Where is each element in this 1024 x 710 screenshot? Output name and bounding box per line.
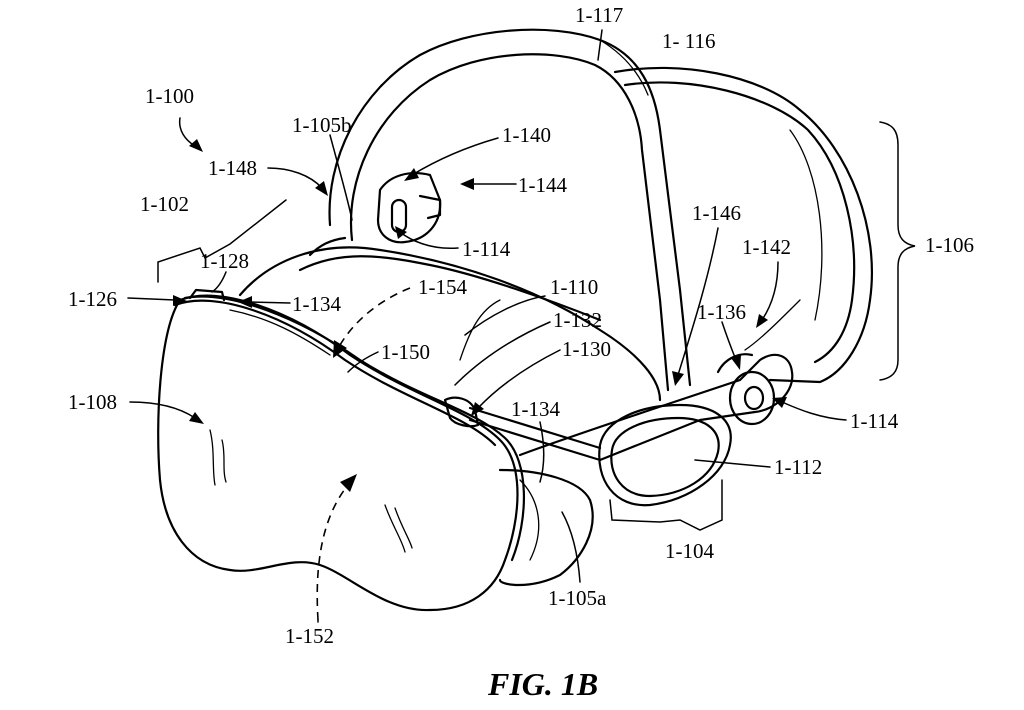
label-1-106: 1-106: [925, 233, 974, 257]
dashed-arrow-1-152: [316, 484, 349, 621]
label-1-102: 1-102: [140, 192, 189, 216]
label-1-140: 1-140: [502, 123, 551, 147]
label-1-132: 1-132: [553, 308, 602, 332]
leader-lines: [127, 29, 847, 623]
label-1-128: 1-128: [200, 249, 249, 273]
label-1-105a: 1-105a: [548, 586, 607, 610]
brace-1-106: [879, 121, 916, 381]
headset-drawing: [157, 28, 874, 621]
label-1-130: 1-130: [562, 337, 611, 361]
label-1-117: 1-117: [575, 3, 623, 27]
label-1-136: 1-136: [697, 300, 746, 324]
label-1-142: 1-142: [742, 235, 791, 259]
label-1-108: 1-108: [68, 390, 117, 414]
label-1-126: 1-126: [68, 287, 117, 311]
dashed-arrow-1-154: [339, 287, 411, 346]
figure-caption: FIG. 1B: [487, 666, 598, 702]
label-1-114-top: 1-114: [462, 237, 511, 261]
label-1-152: 1-152: [285, 624, 334, 648]
label-1-100: 1-100: [145, 84, 194, 108]
label-1-134-mid: 1-134: [511, 397, 560, 421]
top-strap: [328, 28, 692, 387]
light-seal: [238, 246, 662, 402]
brackets: [157, 121, 916, 531]
label-1-150: 1-150: [381, 340, 430, 364]
label-1-104: 1-104: [665, 539, 714, 563]
rear-band: [613, 66, 874, 384]
label-1-148: 1-148: [208, 156, 257, 180]
label-1-146: 1-146: [692, 201, 741, 225]
front-cover: [157, 294, 519, 612]
label-1-112: 1-112: [774, 455, 822, 479]
label-1-154: 1-154: [418, 275, 467, 299]
label-1-105b: 1-105b: [292, 113, 352, 137]
top-button: [188, 288, 226, 302]
label-1-144: 1-144: [518, 173, 567, 197]
reference-labels: 1-100 1-117 1- 116 1-105b 1-140 1-148 1-…: [68, 3, 974, 648]
frame-band: [468, 406, 602, 450]
label-1-110: 1-110: [550, 275, 598, 299]
connector-pod: [598, 403, 732, 507]
label-1-114-right: 1-114: [850, 409, 899, 433]
strap-mount-left: [376, 172, 442, 244]
label-1-134-top: 1-134: [292, 292, 341, 316]
label-1-116: 1- 116: [662, 29, 715, 53]
